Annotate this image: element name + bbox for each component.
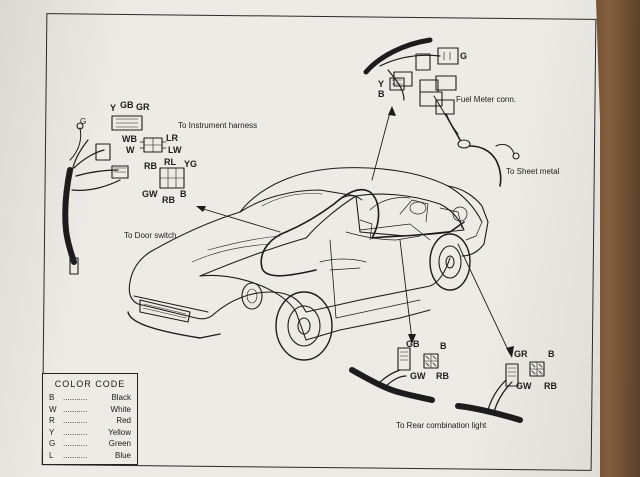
wire-code-gb: GB	[120, 100, 134, 110]
arrow-rear-right	[457, 243, 511, 355]
instrument-harness-connectors	[62, 115, 185, 275]
car-illustration	[127, 167, 489, 361]
wire-code-fuel-g: G	[460, 51, 468, 61]
wire-code-rear-r-gr: GR	[514, 349, 528, 359]
legend-row: B ........... Black	[49, 393, 131, 405]
legend-code: R	[49, 416, 55, 425]
legend-row: L ........... Blue	[49, 451, 131, 463]
wire-code-fuel-y: Y	[378, 79, 385, 89]
legend-color-name: Yellow	[108, 427, 131, 437]
legend-code: B	[49, 393, 55, 402]
legend-row: R ........... Red	[49, 416, 131, 428]
arrow-rear-left	[399, 239, 413, 341]
legend-color-name: Red	[116, 416, 131, 425]
wire-code-rear-r-b: B	[548, 349, 555, 359]
legend-dots: ...........	[63, 393, 88, 402]
wire-code-lw: LW	[168, 145, 182, 155]
color-code-legend: COLOR CODE B ........... Black W .......…	[42, 373, 138, 465]
legend-dots: ...........	[63, 427, 88, 437]
legend-color-name: Black	[111, 393, 131, 402]
legend-dots: ...........	[63, 404, 88, 414]
wire-code-b: B	[180, 189, 187, 199]
label-sheet-metal: To Sheet metal	[506, 167, 560, 176]
wire-code-rb: RB	[144, 161, 157, 171]
wire-code-rear-l-gw: GW	[410, 371, 426, 381]
legend-dots: ...........	[63, 439, 88, 448]
rear-combination-connectors	[349, 347, 545, 423]
arrow-heads	[196, 106, 514, 358]
label-door-switch: To Door switch	[124, 231, 177, 240]
wire-code-y: Y	[110, 103, 117, 113]
legend-dots: ...........	[63, 416, 88, 425]
wire-code-rear-l-rb: RB	[436, 371, 449, 381]
label-fuel-meter: Fuel Meter conn.	[456, 95, 517, 104]
legend-code: W	[49, 404, 57, 414]
wire-code-rear-l-gb: GB	[406, 339, 420, 349]
fuel-meter-connectors	[363, 37, 520, 187]
legend-code: G	[49, 439, 56, 448]
legend-dots: ...........	[63, 450, 88, 460]
wire-code-lr: LR	[166, 133, 178, 143]
wire-code-fuel-b: B	[378, 89, 385, 99]
legend-color-name: Green	[108, 439, 131, 448]
wire-code-rb-lower: RB	[162, 195, 175, 205]
arrow-door-switch	[199, 207, 281, 233]
wire-code-rear-r-rb: RB	[544, 381, 557, 391]
legend-color-name: Blue	[114, 450, 131, 460]
legend-row: G ........... Green	[49, 439, 131, 451]
main-harness-routing	[260, 188, 465, 277]
leader-arrows	[199, 111, 511, 355]
wire-code-gr: GR	[136, 102, 150, 112]
arrow-fuel-meter	[371, 111, 391, 181]
wire-code-wb: WB	[122, 134, 137, 144]
legend-row: Y ........... Yellow	[49, 428, 131, 440]
wire-code-g: G	[80, 117, 87, 126]
label-instrument-harness: To Instrument harness	[178, 121, 258, 130]
legend-row: W ........... White	[49, 405, 131, 417]
wire-code-gw: GW	[142, 189, 158, 199]
wire-code-rear-r-gw: GW	[516, 381, 532, 391]
wire-code-rear-l-b: B	[440, 341, 447, 351]
label-rear-combination-light: To Rear combination light	[396, 421, 487, 430]
legend-code: L	[49, 450, 54, 460]
wire-code-w: W	[126, 145, 135, 155]
wire-code-yg: YG	[184, 159, 198, 169]
wire-code-rl: RL	[164, 157, 176, 167]
legend-title: COLOR CODE	[54, 379, 126, 389]
legend-color-name: White	[110, 404, 131, 414]
legend-code: Y	[49, 427, 55, 437]
